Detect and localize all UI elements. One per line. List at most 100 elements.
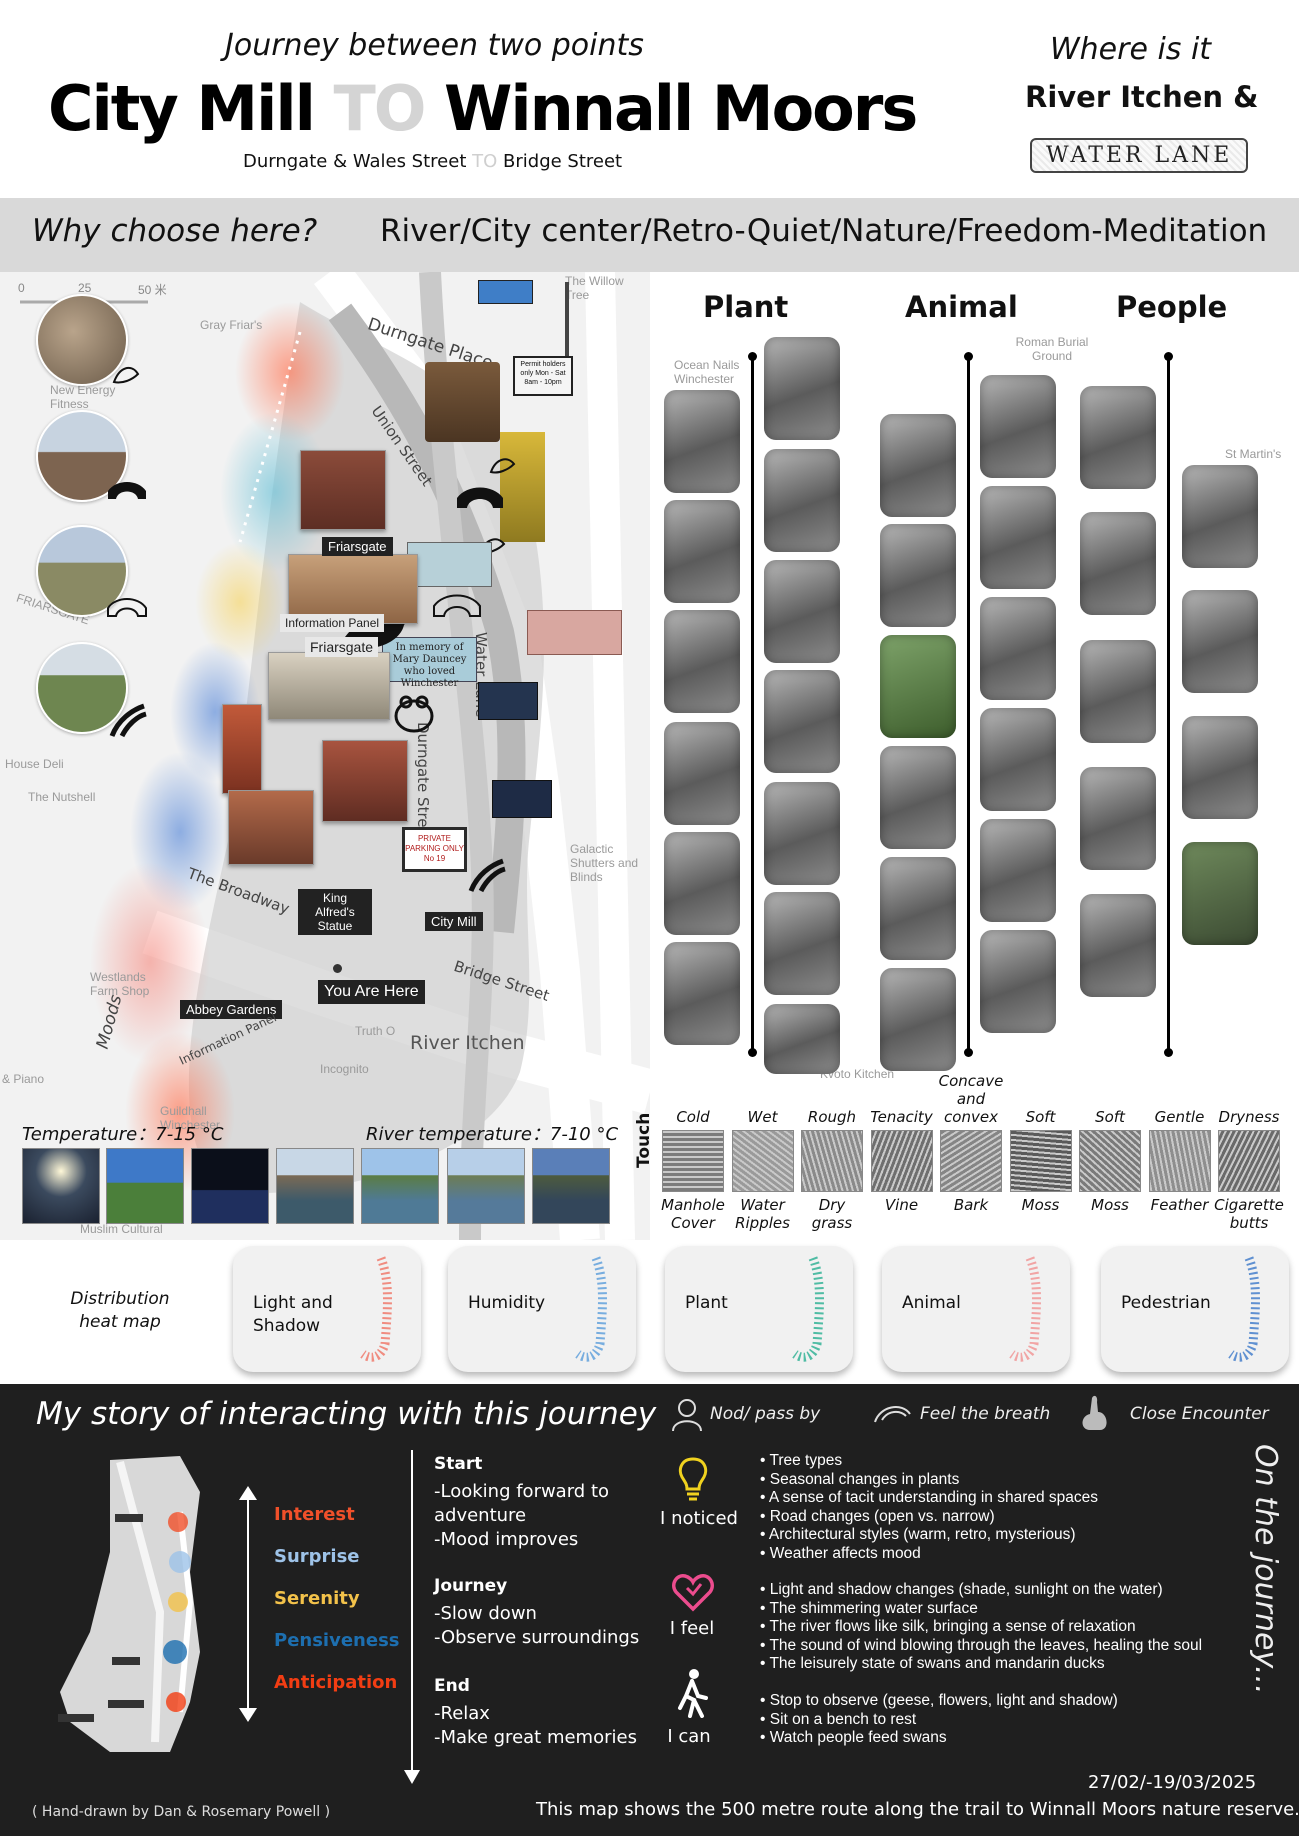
plant-photo[interactable]	[664, 832, 740, 935]
people-timeline	[1167, 356, 1170, 1056]
person-icon	[672, 1399, 702, 1432]
list-item: Sit on a bench to rest	[760, 1711, 1230, 1730]
weather-photo[interactable]	[106, 1148, 184, 1224]
emotion-label: Anticipation	[274, 1672, 398, 1693]
poi-nutshell: The Nutshell	[28, 790, 96, 804]
circle-photo-bricks	[36, 294, 128, 386]
texture-photo[interactable]	[662, 1130, 724, 1192]
people-photo[interactable]	[1080, 512, 1156, 615]
heatmap-thumbnail	[575, 1256, 607, 1362]
where-value: River Itchen &	[1025, 80, 1259, 114]
heatmap-card-label: Humidity	[468, 1293, 546, 1313]
weather-photo[interactable]	[361, 1148, 439, 1224]
texture-photo[interactable]	[870, 1130, 933, 1192]
people-photo[interactable]	[1080, 894, 1156, 997]
texture-photo[interactable]	[940, 1130, 1002, 1192]
sign-pole	[565, 282, 569, 382]
tag-king-alfred: King Alfred's Statue	[298, 889, 372, 935]
animal-photo[interactable]	[880, 857, 956, 960]
list-item: The leisurely state of swans and mandari…	[760, 1655, 1250, 1674]
people-photo[interactable]	[1080, 767, 1156, 870]
plant-photo[interactable]	[664, 500, 740, 603]
title-to: TO	[333, 72, 426, 145]
people-timeline-end	[1164, 1048, 1173, 1057]
touch-object: Bark	[953, 1196, 989, 1214]
touch-label: Touch	[634, 1112, 654, 1168]
phase-start-1: -Looking forward to adventure	[434, 1481, 610, 1526]
touch-feel: Soft	[1025, 1108, 1056, 1126]
plant-photo[interactable]	[764, 449, 840, 552]
animal-photo[interactable]	[880, 524, 956, 627]
plant-photo[interactable]	[664, 942, 740, 1045]
people-heading: People	[1116, 290, 1228, 324]
poi-guildhall: Guildhall Winchester	[160, 1104, 221, 1132]
texture-photo[interactable]	[801, 1130, 863, 1192]
story-mini-map	[58, 1456, 200, 1752]
tag-abbey-gardens: Abbey Gardens	[180, 1000, 283, 1019]
plant-photo[interactable]	[764, 1004, 840, 1074]
heatmap-card[interactable]: Animal	[882, 1246, 1070, 1372]
animal-photo[interactable]	[880, 746, 956, 849]
title-end: Winnall Moors	[444, 72, 918, 145]
texture-photo[interactable]	[1218, 1130, 1280, 1192]
plant-photo[interactable]	[764, 670, 840, 773]
plant-photo[interactable]	[764, 337, 840, 440]
list-item: Architectural styles (warm, retro, myste…	[760, 1526, 1230, 1545]
texture-photo[interactable]	[731, 1130, 794, 1192]
touch-feel: Rough	[807, 1108, 857, 1126]
poi-roman-burial: Roman Burial Ground	[1015, 335, 1089, 363]
people-photo[interactable]	[1182, 590, 1258, 693]
animal-photo[interactable]	[880, 968, 956, 1071]
animal-photo[interactable]	[980, 819, 1056, 922]
weather-photo[interactable]	[447, 1148, 525, 1224]
route-map[interactable]: 0 25 50 米 The Willow Tree Gray Friar's N…	[0, 272, 650, 1240]
animal-photo[interactable]	[980, 708, 1056, 811]
texture-photo[interactable]	[1079, 1130, 1141, 1192]
animal-photo[interactable]	[880, 414, 956, 517]
plant-photo[interactable]	[764, 782, 840, 885]
poi-kvoto: Kvoto Kitchen	[820, 1067, 895, 1081]
people-photo[interactable]	[1080, 386, 1156, 489]
heart-icon	[672, 1574, 714, 1612]
touch-feel: Wet	[747, 1108, 778, 1126]
animal-photo[interactable]	[980, 930, 1056, 1033]
feel-list: Light and shadow changes (shade, sunligh…	[760, 1581, 1250, 1674]
people-photo[interactable]	[1182, 842, 1258, 945]
weather-photo[interactable]	[191, 1148, 269, 1224]
water-lane-stamp: WATER LANE	[1030, 138, 1249, 173]
journey-subtitle: Journey between two points	[225, 28, 644, 63]
plant-photo[interactable]	[764, 560, 840, 663]
legend-breath: Feel the breath	[920, 1404, 1051, 1424]
plant-photo[interactable]	[664, 722, 740, 825]
weather-photo[interactable]	[22, 1148, 100, 1224]
animal-photo[interactable]	[980, 486, 1056, 589]
heatmap-card[interactable]: Plant	[665, 1246, 853, 1372]
plant-timeline	[751, 356, 754, 1056]
people-photo[interactable]	[1182, 716, 1258, 819]
page-title: City Mill TO Winnall Moors	[48, 72, 918, 145]
private-parking-sign: PRIVATE PARKING ONLY No 19	[402, 827, 467, 872]
texture-photo[interactable]	[1148, 1130, 1211, 1192]
animal-photo[interactable]	[980, 597, 1056, 700]
title-start: City Mill	[48, 72, 316, 145]
heatmap-card[interactable]: Light and Shadow	[233, 1246, 421, 1372]
plant-timeline-end	[748, 1048, 757, 1057]
heatmap-card[interactable]: Pedestrian	[1101, 1246, 1289, 1372]
people-photo[interactable]	[1182, 465, 1258, 568]
animal-photo-blackbird[interactable]	[880, 635, 956, 738]
weather-photo[interactable]	[276, 1148, 354, 1224]
road-river-itchen: River Itchen	[410, 1032, 525, 1054]
animal-timeline-end	[964, 1048, 973, 1057]
weather-photo[interactable]	[532, 1148, 610, 1224]
house-photo-3	[268, 652, 390, 720]
animal-photo[interactable]	[980, 375, 1056, 478]
legend-close: Close Encounter	[1130, 1404, 1269, 1424]
people-photo[interactable]	[1080, 640, 1156, 743]
plant-photo[interactable]	[764, 892, 840, 995]
texture-photo[interactable]	[1009, 1130, 1072, 1192]
animal-timeline	[967, 356, 970, 1056]
heatmap-card[interactable]: Humidity	[448, 1246, 636, 1372]
plant-photo[interactable]	[664, 610, 740, 713]
credit: ( Hand-drawn by Dan & Rosemary Powell )	[32, 1804, 331, 1820]
plant-photo[interactable]	[664, 390, 740, 493]
